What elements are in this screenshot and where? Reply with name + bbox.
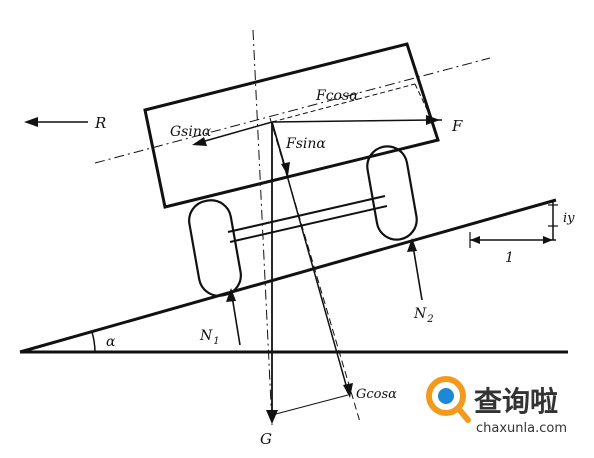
- incline-line: [19, 198, 557, 354]
- watermark-brand: 查询啦: [474, 385, 558, 418]
- Gsin-arrowhead: [192, 137, 207, 146]
- watermark-domain: chaxunla.com: [476, 421, 567, 436]
- axle-top: [227, 195, 386, 233]
- label-Gcos: Gcosα: [356, 387, 397, 402]
- label-Gsin: Gsinα: [170, 124, 212, 140]
- label-iy: iy: [563, 211, 575, 226]
- G-component-link: [271, 394, 349, 416]
- label-Fcos: Fcosα: [315, 88, 359, 104]
- R-arrowhead: [24, 117, 38, 127]
- label-N1: N1: [199, 328, 220, 347]
- label-R: R: [94, 114, 106, 132]
- label-one: 1: [505, 250, 514, 266]
- label-F: F: [451, 117, 463, 135]
- angle-arc: [91, 331, 96, 353]
- Gcos-arrowhead: [343, 383, 353, 398]
- N1-arrowhead: [226, 288, 236, 302]
- vertical-axis-line: [252, 29, 273, 426]
- slope-axis-line: [94, 57, 491, 164]
- Gcos-arrow: [271, 121, 349, 393]
- watermark: 查询啦 chaxunla.com: [426, 376, 567, 436]
- vehicle-body: [143, 42, 440, 209]
- label-alpha: α: [106, 334, 116, 350]
- label-Fsin: Fsinα: [285, 136, 326, 152]
- rear-wheel: [188, 199, 242, 297]
- label-N2: N2: [413, 306, 434, 325]
- N1-arrow: [231, 295, 241, 346]
- gradient-arrowhead-left: [470, 236, 480, 244]
- N2-arrow: [412, 245, 423, 301]
- axle-bottom: [229, 205, 388, 243]
- front-wheel: [366, 145, 418, 241]
- gradient-arrowhead-right: [543, 236, 553, 244]
- Fcos-arrow: [271, 119, 433, 123]
- Gsin-arrow: [197, 121, 273, 144]
- F-construction-dashed: [271, 83, 416, 123]
- normal-axis-line: [269, 117, 361, 423]
- G-arrowhead: [266, 410, 278, 424]
- F-construction-dashed-2: [414, 83, 433, 121]
- N2-arrowhead: [407, 238, 417, 252]
- label-G: G: [260, 430, 272, 448]
- magnifier-icon: [426, 376, 471, 423]
